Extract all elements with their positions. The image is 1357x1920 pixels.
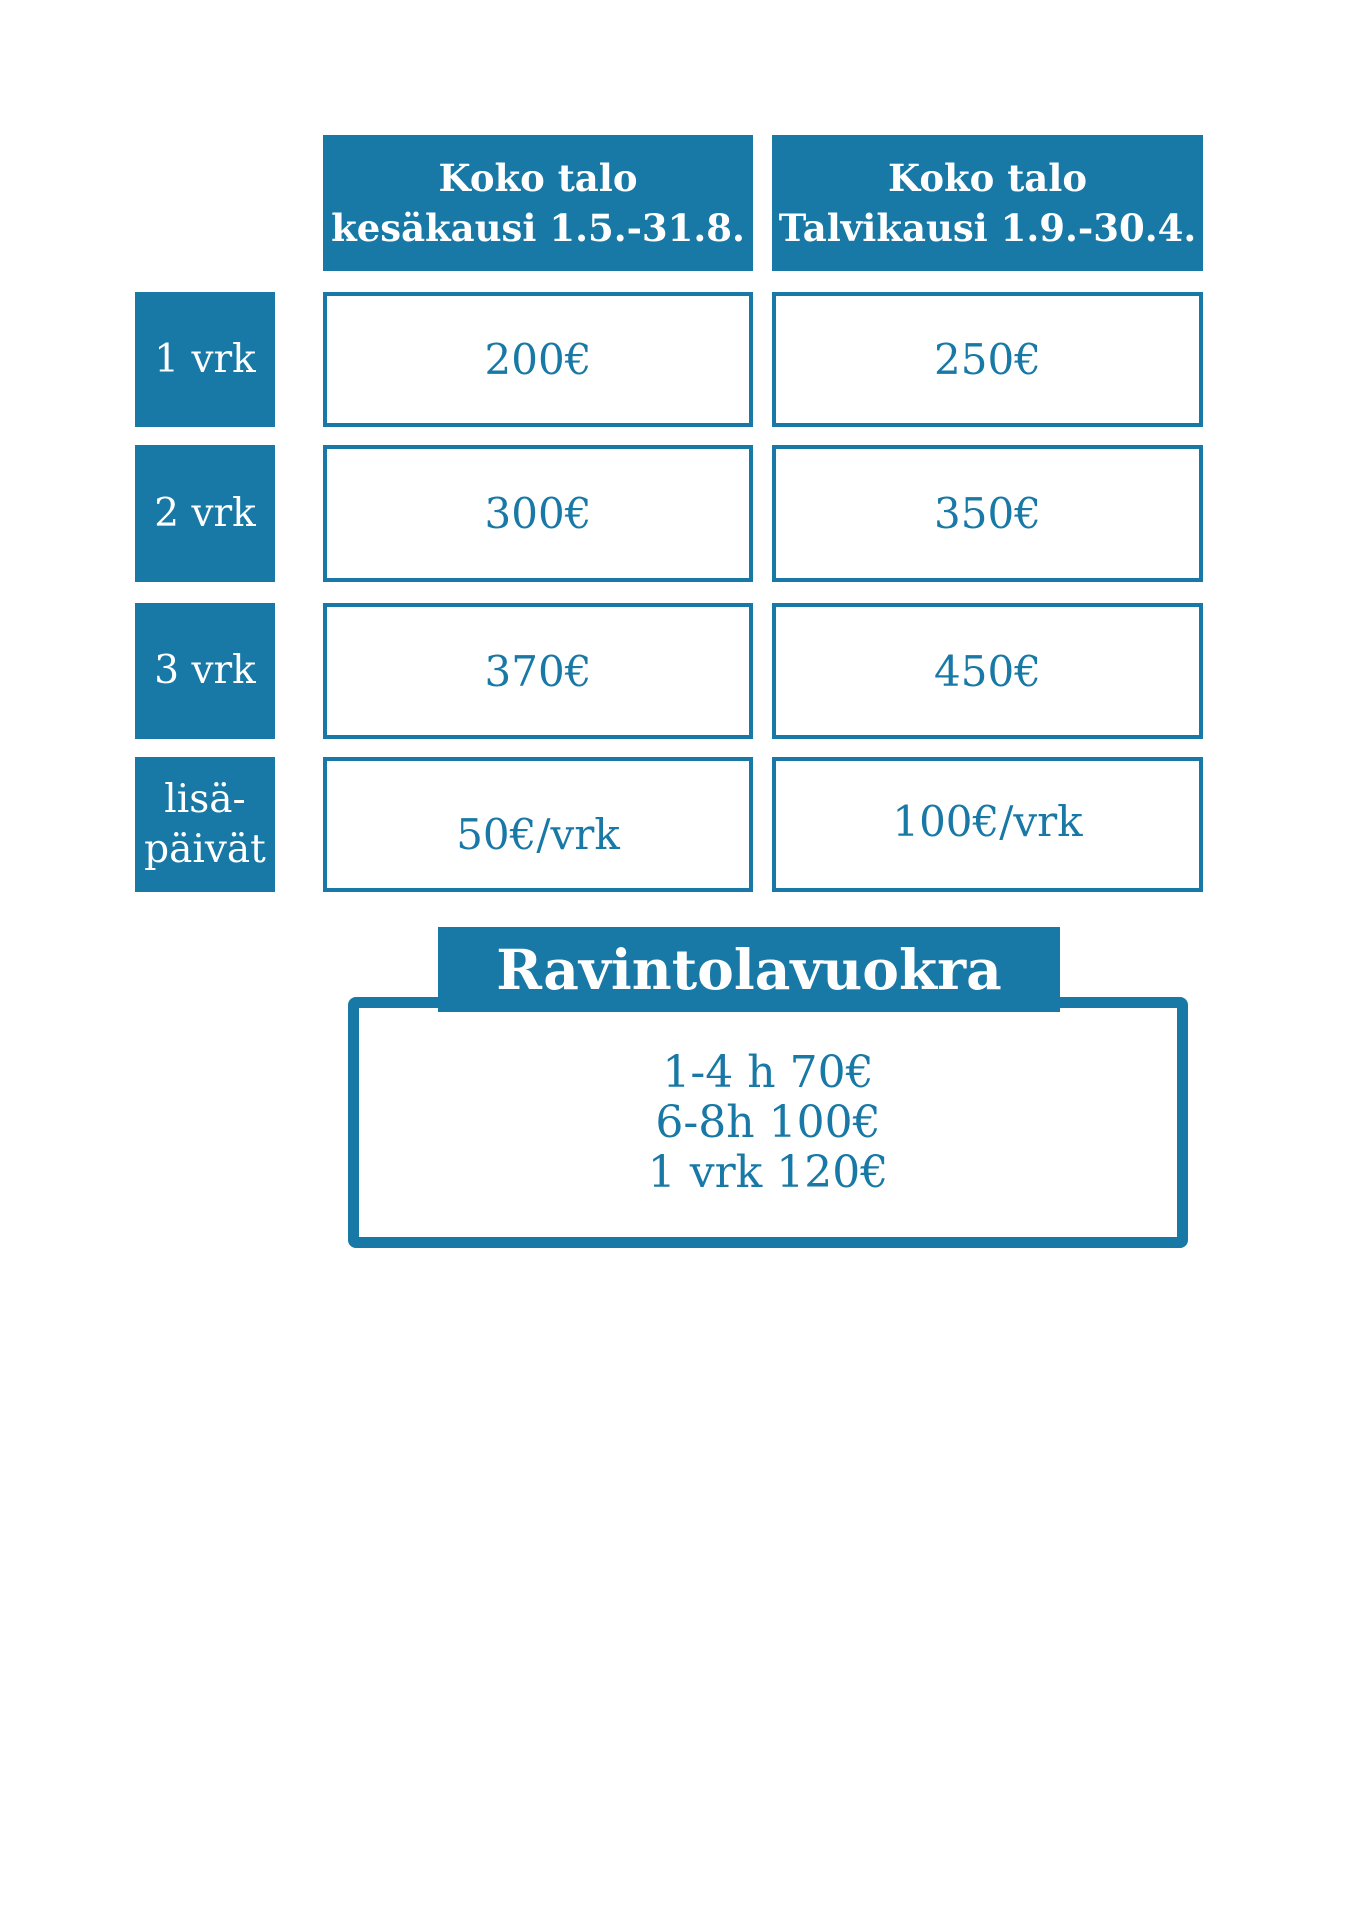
price-cell-2vrk-summer: 300€ [323, 445, 753, 582]
column-header-summer-line1: Koko talo [438, 156, 638, 200]
row-label-2vrk: 2 vrk [135, 445, 275, 582]
row-label-3vrk-text: 3 vrk [154, 648, 256, 693]
price-cell-2vrk-winter: 350€ [772, 445, 1203, 582]
restaurant-price-line-3: 1 vrk 120€ [647, 1146, 889, 1198]
price-cell-3vrk-summer: 370€ [323, 603, 753, 739]
column-header-winter-line2: Talvikausi 1.9.-30.4. [778, 206, 1197, 250]
row-label-3vrk: 3 vrk [135, 603, 275, 739]
row-label-lisapaivat-line1: lisä- [164, 776, 246, 822]
row-label-1vrk: 1 vrk [135, 292, 275, 427]
price-cell-3vrk-winter: 450€ [772, 603, 1203, 739]
restaurant-price-line-2: 6-8h 100€ [655, 1096, 881, 1148]
row-label-lisapaivat-line2: päivät [144, 826, 266, 872]
price-cell-1vrk-winter: 250€ [772, 292, 1203, 427]
restaurant-section-title: Ravintolavuokra [496, 937, 1002, 1002]
column-header-winter-line1: Koko talo [887, 156, 1088, 200]
price-cell-1vrk-summer: 200€ [323, 292, 753, 427]
column-header-summer: Koko talo kesäkausi 1.5.-31.8. [323, 135, 753, 271]
row-label-lisapaivat: lisä- päivät [135, 757, 275, 892]
column-header-winter: Koko talo Talvikausi 1.9.-30.4. [772, 135, 1203, 271]
price-cell-lisapaivat-winter: 100€/vrk [772, 757, 1203, 892]
row-label-1vrk-text: 1 vrk [154, 336, 256, 382]
row-label-2vrk-text: 2 vrk [154, 490, 256, 536]
restaurant-section-title-banner: Ravintolavuokra [438, 927, 1060, 1012]
restaurant-price-box: 1-4 h 70€ 6-8h 100€ 1 vrk 120€ [348, 997, 1188, 1248]
column-header-summer-line2: kesäkausi 1.5.-31.8. [331, 206, 745, 250]
restaurant-price-line-1: 1-4 h 70€ [662, 1046, 874, 1098]
price-cell-lisapaivat-summer: 50€/vrk [323, 757, 753, 892]
